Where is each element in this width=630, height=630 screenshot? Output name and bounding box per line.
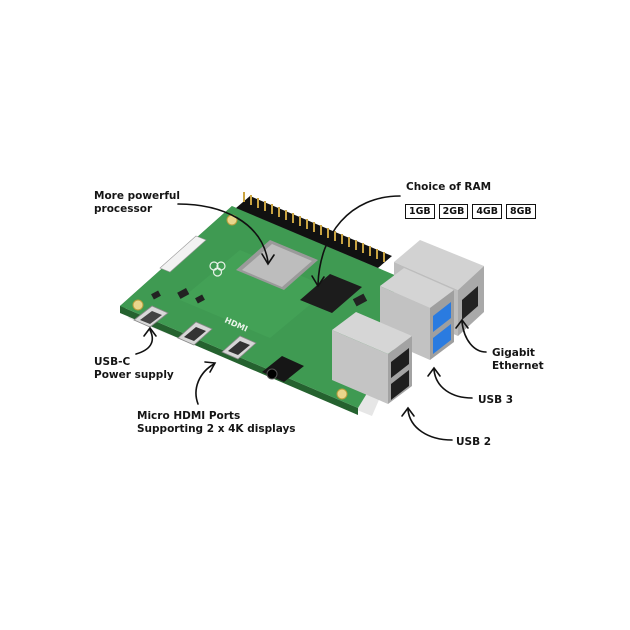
usb2-callout-line bbox=[407, 409, 453, 441]
audio-jack bbox=[262, 356, 304, 382]
ram-callout-arrowhead bbox=[311, 275, 325, 288]
processor-label-line1: More powerful bbox=[94, 190, 180, 202]
usbc-callout-line bbox=[135, 329, 154, 355]
ethernet-callout-line bbox=[461, 321, 487, 353]
usb2-port-stack bbox=[332, 312, 412, 404]
processor-callout-arrowhead bbox=[261, 253, 275, 266]
ram-callout-line bbox=[317, 195, 401, 285]
usbc-callout-arrowhead bbox=[143, 326, 157, 337]
usb3-port-stack bbox=[380, 268, 454, 360]
component bbox=[352, 293, 368, 307]
usb2-label-text: USB 2 bbox=[456, 436, 492, 448]
ram-label: Choice of RAM bbox=[406, 181, 491, 194]
mount-hole bbox=[336, 388, 348, 400]
component bbox=[177, 288, 190, 299]
usb3-callout-line bbox=[433, 369, 473, 399]
hdmi-label-line1: Micro HDMI Ports bbox=[137, 410, 241, 422]
usbc-port bbox=[133, 305, 169, 328]
usb3-label: USB 3 bbox=[478, 394, 513, 407]
display-connector bbox=[159, 235, 207, 273]
component bbox=[151, 290, 161, 300]
ethernet-label-line1: Gigabit bbox=[492, 347, 535, 359]
ram-option-8gb: 8GB bbox=[505, 204, 536, 219]
micro-hdmi-port-1 bbox=[177, 321, 213, 346]
ethernet-label: Gigabit Ethernet bbox=[492, 347, 544, 373]
processor-label: More powerful processor bbox=[94, 190, 180, 216]
ethernet-label-line2: Ethernet bbox=[492, 360, 544, 372]
ram-option-2gb: 2GB bbox=[438, 204, 469, 219]
micro-hdmi-port-2 bbox=[221, 335, 257, 360]
hdmi-callout-arrowhead bbox=[204, 361, 217, 373]
usbc-label-line1: USB-C bbox=[94, 356, 131, 368]
raspberry-logo-icon bbox=[209, 261, 226, 277]
usbc-label-line2: Power supply bbox=[94, 369, 174, 381]
ram-options: 1GB 2GB 4GB 8GB bbox=[405, 204, 536, 219]
component bbox=[195, 294, 205, 304]
pcb-trace-area bbox=[180, 250, 330, 338]
usb2-callout-arrowhead bbox=[401, 406, 415, 417]
hdmi-callout-line bbox=[195, 363, 215, 405]
usbc-label: USB-C Power supply bbox=[94, 356, 174, 382]
hdmi-label-line2: Supporting 2 x 4K displays bbox=[137, 423, 296, 435]
processor-callout-line bbox=[177, 203, 269, 263]
gpio-header bbox=[236, 192, 392, 268]
ram-chip bbox=[300, 274, 362, 313]
ram-option-1gb: 1GB bbox=[405, 204, 435, 219]
pcb-edge-front bbox=[120, 306, 358, 415]
usb3-label-text: USB 3 bbox=[478, 394, 514, 406]
usb3-callout-arrowhead bbox=[427, 366, 441, 377]
usb2-label: USB 2 bbox=[456, 436, 491, 449]
ram-option-4gb: 4GB bbox=[472, 204, 502, 219]
ethernet-callout-arrowhead bbox=[455, 318, 469, 329]
processor-chip bbox=[236, 240, 318, 290]
mount-hole bbox=[132, 299, 144, 311]
processor-label-line2: processor bbox=[94, 203, 153, 215]
ram-label-title: Choice of RAM bbox=[406, 181, 492, 193]
hdmi-label: Micro HDMI Ports Supporting 2 x 4K displ… bbox=[137, 410, 296, 436]
